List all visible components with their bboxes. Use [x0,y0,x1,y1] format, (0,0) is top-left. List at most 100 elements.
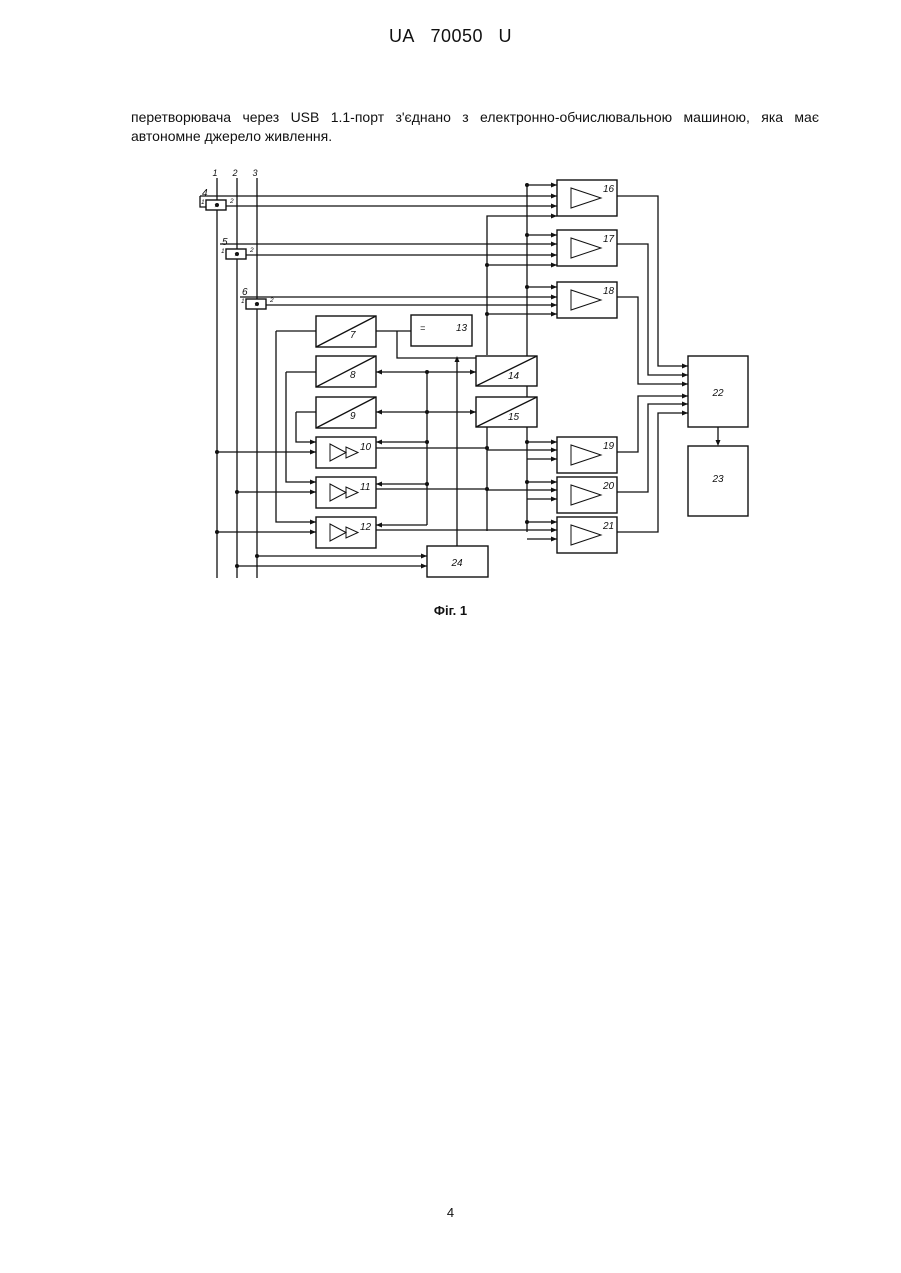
arrowhead [376,440,382,445]
arrowhead [376,410,382,415]
arrowhead [682,364,688,369]
arrowhead [551,537,557,542]
junction-dot [235,490,239,494]
wire [617,297,688,384]
comparator-label: 18 [603,286,615,297]
block-diagram: 123161718192021×412×512×612789=131415101… [0,0,901,640]
converter-label: 9 [350,411,356,422]
amplifier-label: 10 [360,442,372,453]
junction-dot [485,312,489,316]
junction-dot [485,263,489,267]
arrowhead [551,204,557,209]
junction-dot [425,440,429,444]
arrowhead [310,530,316,535]
arrowhead [470,370,476,375]
arrowhead [455,356,460,362]
amplifier-label: 12 [360,522,372,533]
arrowhead [682,373,688,378]
arrowhead [376,523,382,528]
arrowhead [551,488,557,493]
port-label: 1 [221,248,225,255]
unit-24-label: 24 [450,558,463,569]
port-label: 2 [249,247,254,254]
wire [286,372,316,482]
arrowhead [310,480,316,485]
junction-dot [255,554,259,558]
arrowhead [716,440,721,446]
arrowhead [310,450,316,455]
amplifier-label: 11 [360,482,370,493]
arrowhead [551,233,557,238]
junction-dot [525,440,529,444]
comparator-label: 20 [602,481,615,492]
arrowhead [376,482,382,487]
adc-label: 14 [508,371,520,382]
arrowhead [470,410,476,415]
arrowhead [682,402,688,407]
arrowhead [551,312,557,317]
arrowhead [551,263,557,268]
arrowhead [551,285,557,290]
arrowhead [551,497,557,502]
arrowhead [310,520,316,525]
junction-dot [255,302,259,306]
arrowhead [421,554,427,559]
unit-23-label: 23 [711,474,724,485]
input-line-label: 3 [252,168,257,178]
port-label: 1 [241,298,245,305]
multiplier-label: 4 [202,188,208,199]
arrowhead [682,394,688,399]
arrowhead [551,480,557,485]
power-symbol: = [420,323,425,333]
arrowhead [551,253,557,258]
wire [296,412,316,442]
wire [617,244,688,375]
junction-dot [235,564,239,568]
comparator-label: 17 [603,234,615,245]
junction-dot [485,446,489,450]
junction-dot [525,480,529,484]
input-line-label: 1 [212,168,217,178]
port-label: 1 [201,199,205,206]
arrowhead [551,303,557,308]
unit-22-label: 22 [711,388,724,399]
junction-dot [525,520,529,524]
converter-label: 7 [350,330,356,341]
arrowhead [551,448,557,453]
arrowhead [551,183,557,188]
arrowhead [376,370,382,375]
junction-dot [525,183,529,187]
arrowhead [682,382,688,387]
arrowhead [551,214,557,219]
arrowhead [682,411,688,416]
wire [617,413,688,532]
junction-dot [215,450,219,454]
port-label: 2 [269,297,274,304]
arrowhead [421,564,427,569]
arrowhead [310,440,316,445]
junction-dot [525,233,529,237]
figure-caption: Фіг. 1 [0,603,901,618]
multiplier-label: 5 [222,237,228,248]
junction-dot [425,482,429,486]
port-label: 2 [229,198,234,205]
comparator-label: 16 [603,184,615,195]
input-line-label: 2 [231,168,237,178]
junction-dot [425,370,429,374]
junction-dot [485,487,489,491]
wire [617,196,688,366]
page-number: 4 [0,1205,901,1220]
junction-dot [525,285,529,289]
junction-dot [235,252,239,256]
adc-label: 15 [508,412,520,423]
wire [617,404,688,492]
wire [487,216,557,355]
arrowhead [551,440,557,445]
arrowhead [551,520,557,525]
junction-dot [215,203,219,207]
junction-dot [215,530,219,534]
power-label: 13 [456,323,468,334]
arrowhead [551,528,557,533]
junction-dot [425,410,429,414]
comparator-label: 19 [603,441,615,452]
